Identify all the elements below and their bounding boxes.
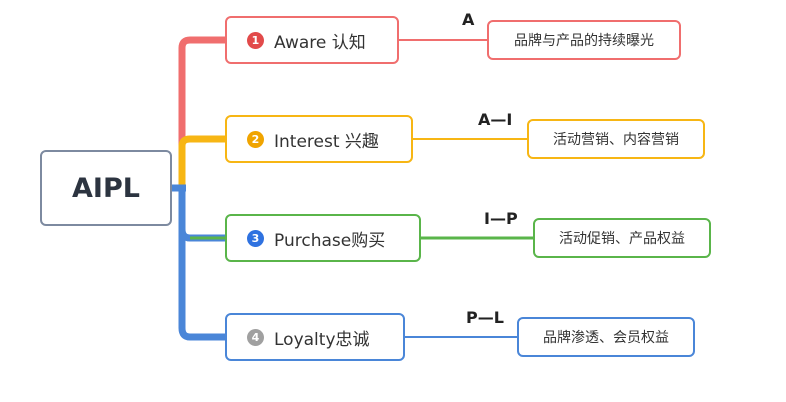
edge-label-interest: A—I	[478, 110, 513, 129]
stage-node-aware[interactable]: 1 Aware 认知	[225, 16, 399, 64]
stage-node-interest[interactable]: 2 Interest 兴趣	[225, 115, 413, 163]
root-node[interactable]: AIPL	[40, 150, 172, 226]
number-badge-icon: 1	[247, 31, 264, 49]
stage-label: Purchase购买	[274, 230, 386, 251]
stage-node-purchase[interactable]: 3 Purchase购买	[225, 214, 421, 262]
edge-label-purchase: I—P	[484, 209, 518, 228]
stage-label: Interest 兴趣	[274, 131, 379, 152]
number-badge-icon: 3	[247, 229, 264, 247]
leaf-node-purchase[interactable]: 活动促销、产品权益	[533, 218, 711, 258]
trunk-segment-purchase	[178, 188, 226, 242]
trunk-segment-interest	[178, 135, 226, 188]
leaf-node-aware[interactable]: 品牌与产品的持续曝光	[487, 20, 681, 60]
edge-label-aware: A	[462, 10, 475, 29]
stage-label: Loyalty忠诚	[274, 329, 370, 350]
leaf-node-interest[interactable]: 活动营销、内容营销	[527, 119, 705, 159]
trunk-segment-aware	[178, 36, 226, 188]
number-badge-icon: 2	[247, 130, 264, 148]
number-badge-icon: 4	[247, 328, 264, 346]
stage-node-loyalty[interactable]: 4 Loyalty忠诚	[225, 313, 405, 361]
leaf-node-loyalty[interactable]: 品牌渗透、会员权益	[517, 317, 695, 357]
stage-label: Aware 认知	[274, 32, 366, 53]
trunk-segment-loyalty	[178, 188, 226, 341]
edge-label-loyalty: P—L	[466, 308, 504, 327]
root-label: AIPL	[72, 172, 140, 204]
